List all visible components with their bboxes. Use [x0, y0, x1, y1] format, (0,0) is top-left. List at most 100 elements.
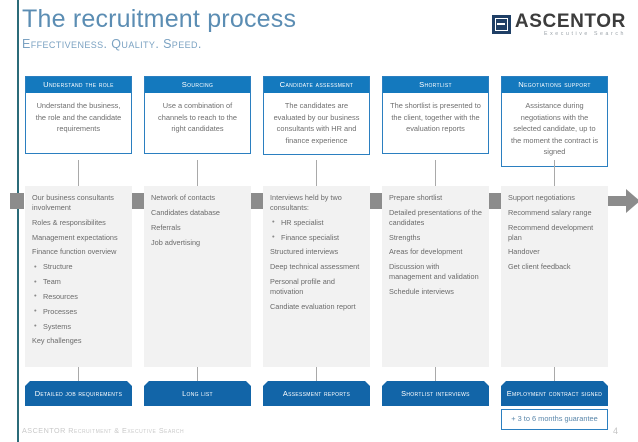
- stage-card-summary: Understand the business, the role and th…: [35, 101, 122, 134]
- list-item: Referrals: [151, 222, 181, 232]
- list-item: Personal profile and motivation: [270, 277, 335, 296]
- list-item: Finance specialist: [270, 232, 364, 243]
- list-item: Get client feedback: [508, 262, 571, 272]
- list-item: Management expectations: [32, 232, 118, 242]
- logo-mark-icon: [491, 15, 511, 35]
- stage-card-header: Shortlist: [383, 77, 488, 94]
- list-item: Candiate evaluation report: [270, 301, 356, 311]
- guarantee-note: + 3 to 6 months guarantee: [501, 409, 608, 431]
- logo-tagline: Executive Search: [544, 31, 626, 37]
- page-number: 4: [612, 426, 618, 436]
- page-title: The recruitment process: [22, 5, 297, 33]
- flow-connector-block: [370, 193, 384, 209]
- stage-output-box[interactable]: Employment contract signed: [501, 381, 608, 406]
- stage-card-header: Understand the role: [26, 77, 131, 94]
- list-item: Systems: [32, 321, 126, 332]
- list-item: Interviews held by two consultants:: [270, 193, 342, 212]
- stage-card-header: Sourcing: [145, 77, 250, 94]
- stage-card-summary: Use a combination of channels to reach t…: [158, 101, 237, 134]
- list-item: Discussion with management and validatio…: [389, 262, 479, 282]
- stage-connector-line: [435, 367, 436, 381]
- logo-company-name: ASCENTOR: [514, 11, 626, 32]
- stage-connector-line: [554, 160, 555, 186]
- stage-output-label: Employment contract signed: [506, 388, 603, 398]
- list-item: Handover: [508, 247, 540, 257]
- stage-output-box[interactable]: Detailed job requirements: [25, 381, 132, 406]
- stage-output-label: Assessment reports: [282, 388, 351, 398]
- list-item: Team: [32, 277, 126, 287]
- stage-card-summary: Assistance during negotiations with the …: [510, 101, 599, 157]
- stage-output-label: Long list: [182, 388, 213, 398]
- list-item: Our business consultants involvement: [32, 193, 114, 212]
- stage-connector-line: [197, 160, 198, 186]
- list-item: Processes: [32, 306, 126, 317]
- stage-card-header: Negotiations support: [502, 77, 607, 94]
- list-item: Recommend development plan: [508, 222, 594, 242]
- list-item: Network of contacts: [151, 193, 216, 202]
- stage-output-box[interactable]: Long list: [144, 381, 251, 406]
- stage-card-summary: The candidates are evaluated by our busi…: [273, 101, 360, 145]
- list-item: Strengths: [389, 232, 421, 242]
- list-item: HR specialist: [270, 217, 364, 228]
- stage-output-box[interactable]: Shortlist interviews: [382, 381, 489, 406]
- stage-card-summary: The shortlist is presented to the client…: [390, 101, 481, 134]
- list-item: Schedule interviews: [389, 286, 454, 296]
- page-subtitle: Effectiveness. Quality. Speed.: [22, 36, 202, 51]
- stage-connector-line: [554, 367, 555, 381]
- stage-connector-line: [435, 160, 436, 186]
- flow-arrow-right-icon: [608, 189, 638, 213]
- list-item: Support negotiations: [508, 193, 575, 202]
- list-item: Areas for development: [389, 247, 463, 257]
- list-item: Candidates database: [151, 207, 220, 217]
- list-item: Key challenges: [32, 336, 82, 346]
- stage-connector-line: [78, 160, 79, 186]
- list-item: Structure: [32, 262, 126, 272]
- footer-text: ASCENTOR Recruitment & Executive Search: [22, 426, 185, 435]
- stage-connector-line: [78, 367, 79, 381]
- stage-card-header: Candidate assessment: [264, 77, 369, 94]
- stage-detail-list: Interviews held by two consultants: HR sp…: [270, 193, 364, 312]
- list-item: Detailed presentations of the candidates: [389, 207, 482, 227]
- stage-output-box[interactable]: Assessment reports: [263, 381, 370, 406]
- list-item: Resources: [32, 291, 126, 302]
- list-item: Recommend salary range: [508, 207, 592, 217]
- flow-connector-block: [489, 193, 503, 209]
- list-item: Finance function overview: [32, 247, 117, 257]
- list-item: Prepare shortlist: [389, 193, 443, 202]
- stage-output-label: Shortlist interviews: [401, 388, 470, 398]
- stage-detail-panel: Interviews held by two consultants: HR sp…: [263, 186, 370, 367]
- stage-output-label: Detailed job requirements: [34, 388, 123, 398]
- list-item: Deep technical assessment: [270, 262, 360, 272]
- flow-connector-block: [10, 193, 24, 209]
- flow-connector-block: [132, 193, 146, 209]
- list-item: Structured interviews: [270, 247, 339, 257]
- list-item: Roles & responsibilites: [32, 217, 106, 227]
- logo-text: ASCENTOR Executive Search: [515, 12, 626, 37]
- flow-connector-block: [251, 193, 265, 209]
- stage-connector-line: [197, 367, 198, 381]
- title-block: The recruitment process Effectiveness. Q…: [22, 5, 297, 51]
- brand-logo: ASCENTOR Executive Search: [491, 12, 626, 37]
- stage-connector-line: [316, 160, 317, 186]
- left-accent-bar: [17, 0, 19, 442]
